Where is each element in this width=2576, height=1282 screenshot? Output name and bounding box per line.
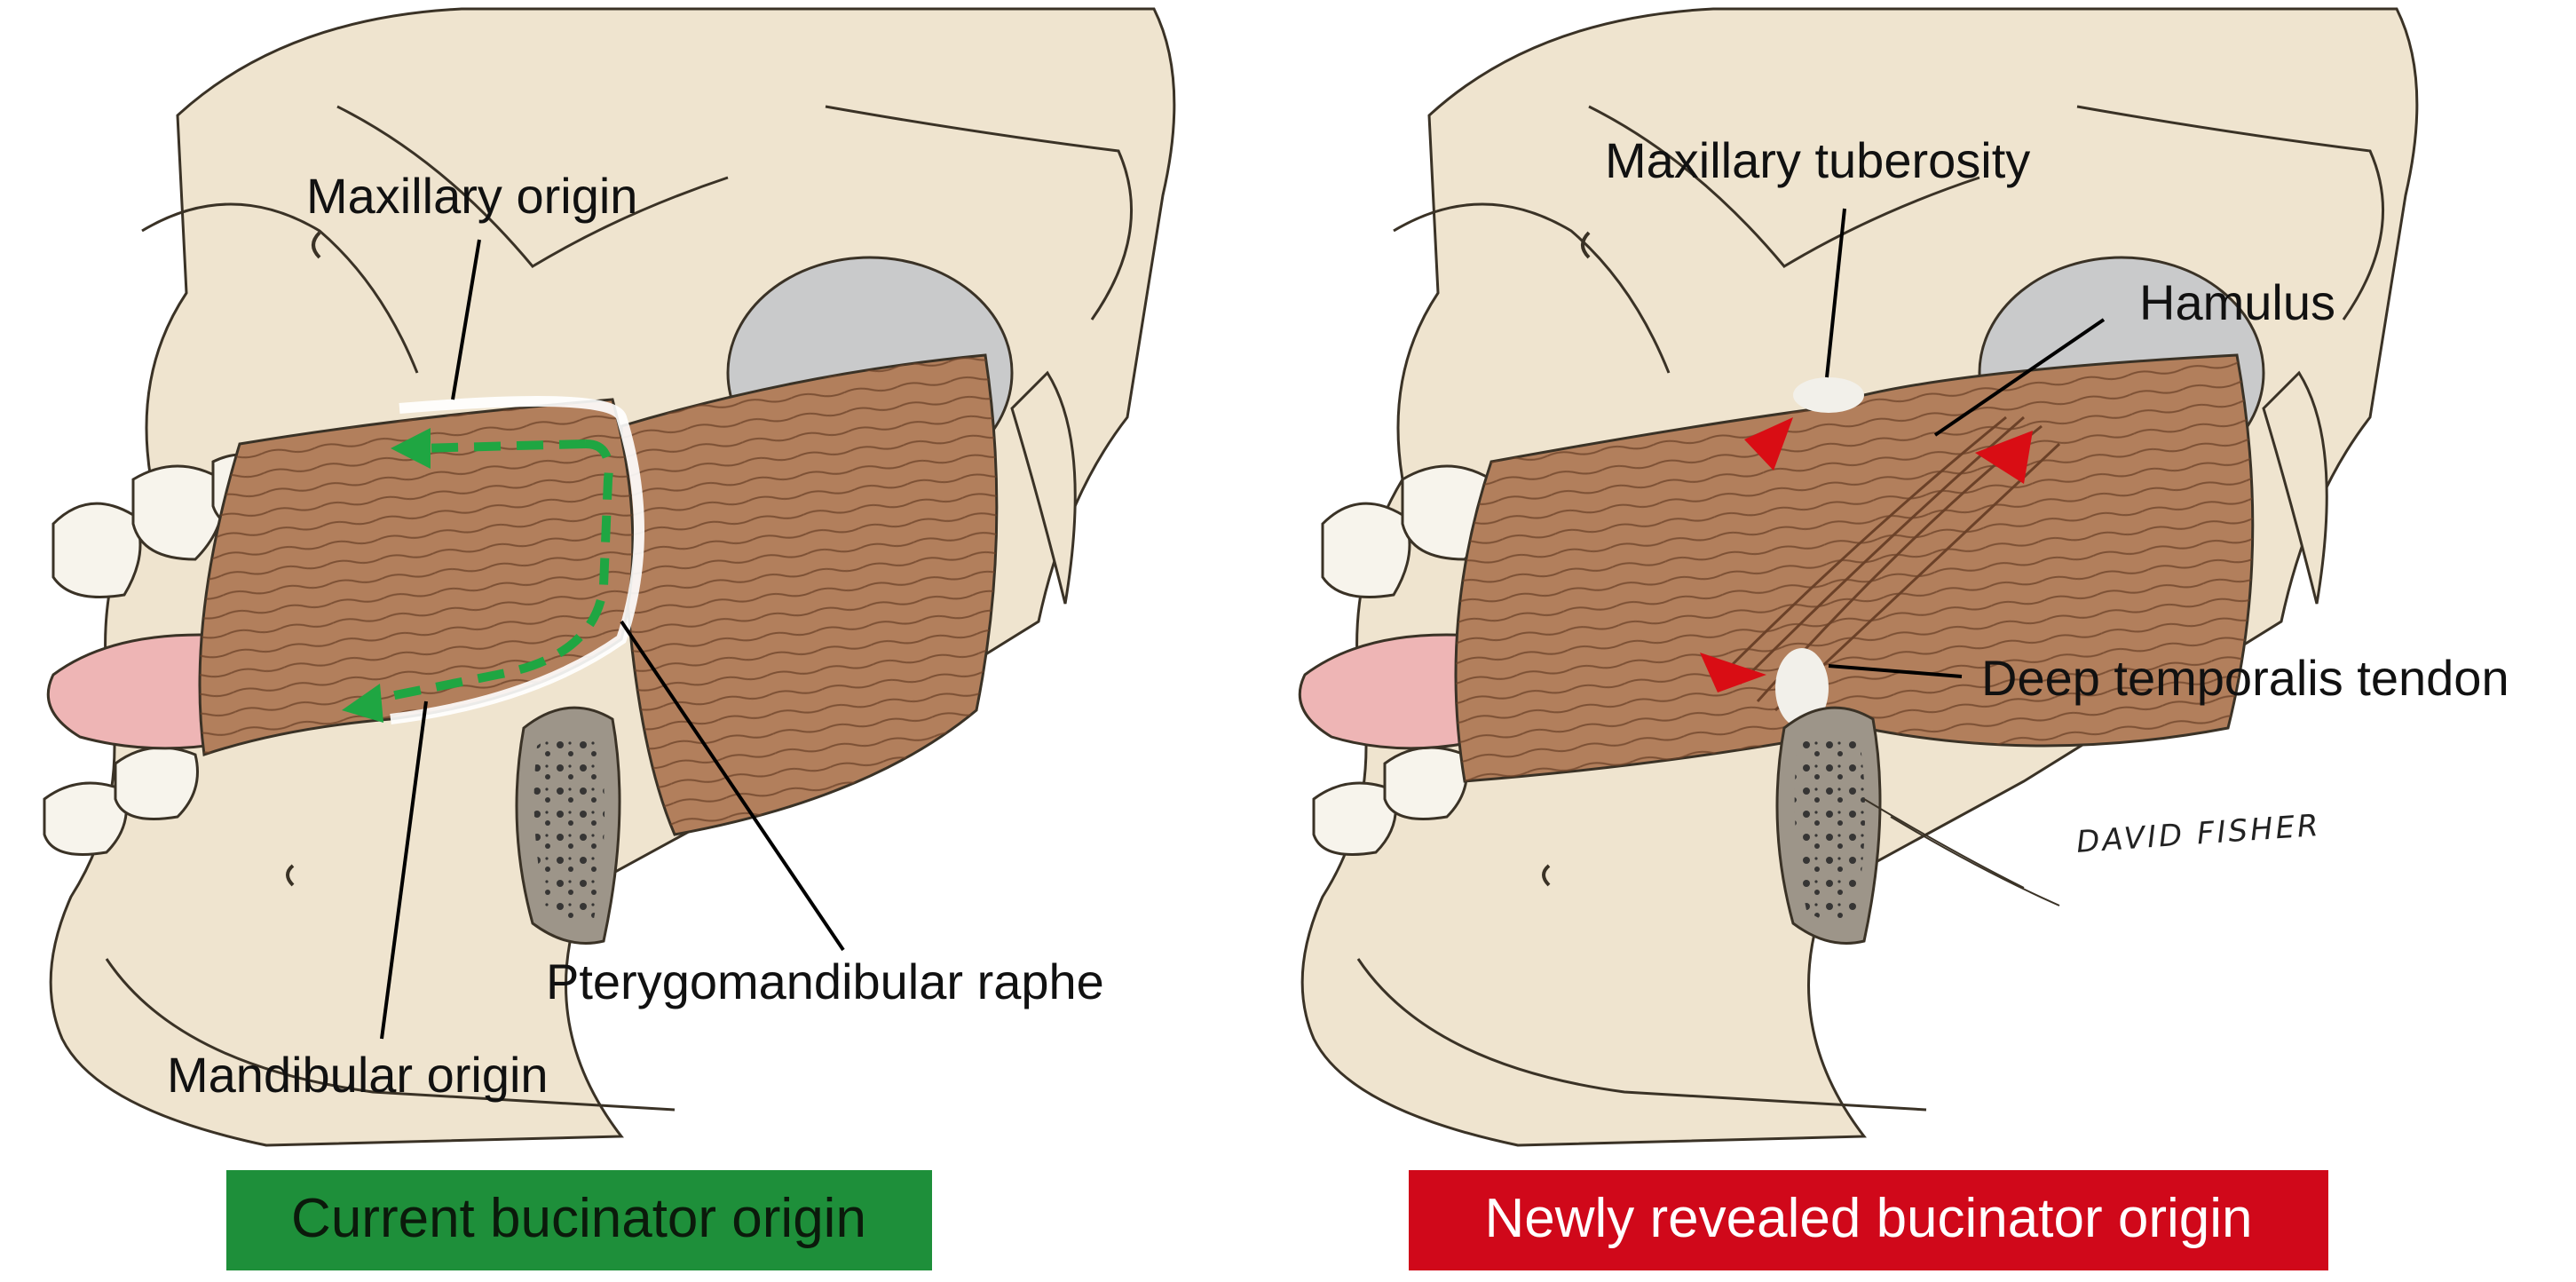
caption-current-bg <box>226 1170 932 1270</box>
label-pterygomandibular-raphe: Pterygomandibular raphe <box>546 954 1104 1009</box>
red-arrowhead-temporalis <box>1700 653 1766 692</box>
left-panel: Maxillary origin Pterygomandibular raphe… <box>43 7 1176 1270</box>
caption-newly-revealed-origin: Newly revealed bucinator origin <box>1484 1188 2252 1249</box>
label-maxillary-tuberosity: Maxillary tuberosity <box>1605 132 2030 188</box>
leader-mandibular-origin <box>380 700 428 1040</box>
leader-hamulus <box>1933 318 2106 437</box>
caption-new-bg <box>1409 1170 2328 1270</box>
label-hamulus: Hamulus <box>2139 274 2335 330</box>
label-deep-temporalis-tendon: Deep temporalis tendon <box>1981 650 2509 706</box>
green-arrowhead-top <box>391 428 431 469</box>
leader-pterygomandibular-raphe <box>620 620 845 952</box>
right-lower-teeth <box>1312 746 1468 856</box>
label-mandibular-origin: Mandibular origin <box>167 1047 549 1103</box>
red-arrowhead-hamulus <box>1975 431 2033 484</box>
left-lower-teeth <box>43 746 199 856</box>
red-arrowhead-maxillary <box>1744 417 1793 471</box>
caption-current-origin: Current bucinator origin <box>291 1188 866 1249</box>
green-arrowhead-bottom <box>342 684 383 723</box>
leader-maxillary-tuberosity <box>1825 208 1846 378</box>
right-panel: Maxillary tuberosity Hamulus Deep tempor… <box>1298 7 2509 1270</box>
leader-deep-temporalis <box>1828 664 1963 678</box>
artist-signature: DAVID FISHER <box>2075 808 2322 860</box>
current-origin-dashed-path <box>363 439 613 706</box>
leader-maxillary-origin <box>451 239 481 400</box>
label-maxillary-origin: Maxillary origin <box>306 168 637 224</box>
